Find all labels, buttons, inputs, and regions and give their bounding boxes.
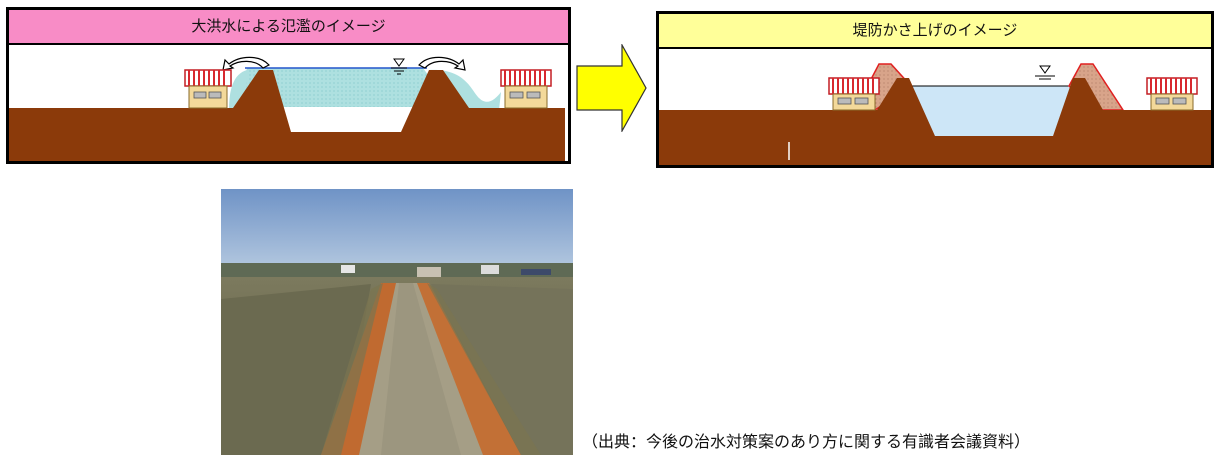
source-caption: （出典：今後の治水対策案のあり方に関する有識者会議資料）: [582, 432, 1031, 451]
curved-arrow-icon: [222, 56, 466, 71]
house-left: [184, 69, 232, 109]
house-right: [1146, 77, 1198, 111]
house-right: [500, 69, 552, 109]
flood-scene: [9, 56, 565, 161]
levee-raise-scene: [659, 63, 1211, 165]
water-level-icon: [1035, 65, 1055, 80]
floodwater: [237, 68, 439, 107]
ground-levees: [659, 78, 1211, 165]
right-arrow-icon: [576, 44, 647, 132]
flood-diagram-panel: 大洪水による氾濫のイメージ: [6, 7, 571, 164]
river-water: [899, 86, 1073, 136]
levee-photo: [221, 189, 573, 455]
water-level-icon: [391, 58, 407, 75]
ground-levees: [9, 70, 565, 161]
levee-panel-title: 堤防かさ上げのイメージ: [659, 14, 1211, 49]
house-left: [828, 77, 880, 111]
flood-panel-title: 大洪水による氾濫のイメージ: [9, 10, 568, 45]
levee-raise-diagram-panel: 堤防かさ上げのイメージ: [656, 11, 1214, 168]
